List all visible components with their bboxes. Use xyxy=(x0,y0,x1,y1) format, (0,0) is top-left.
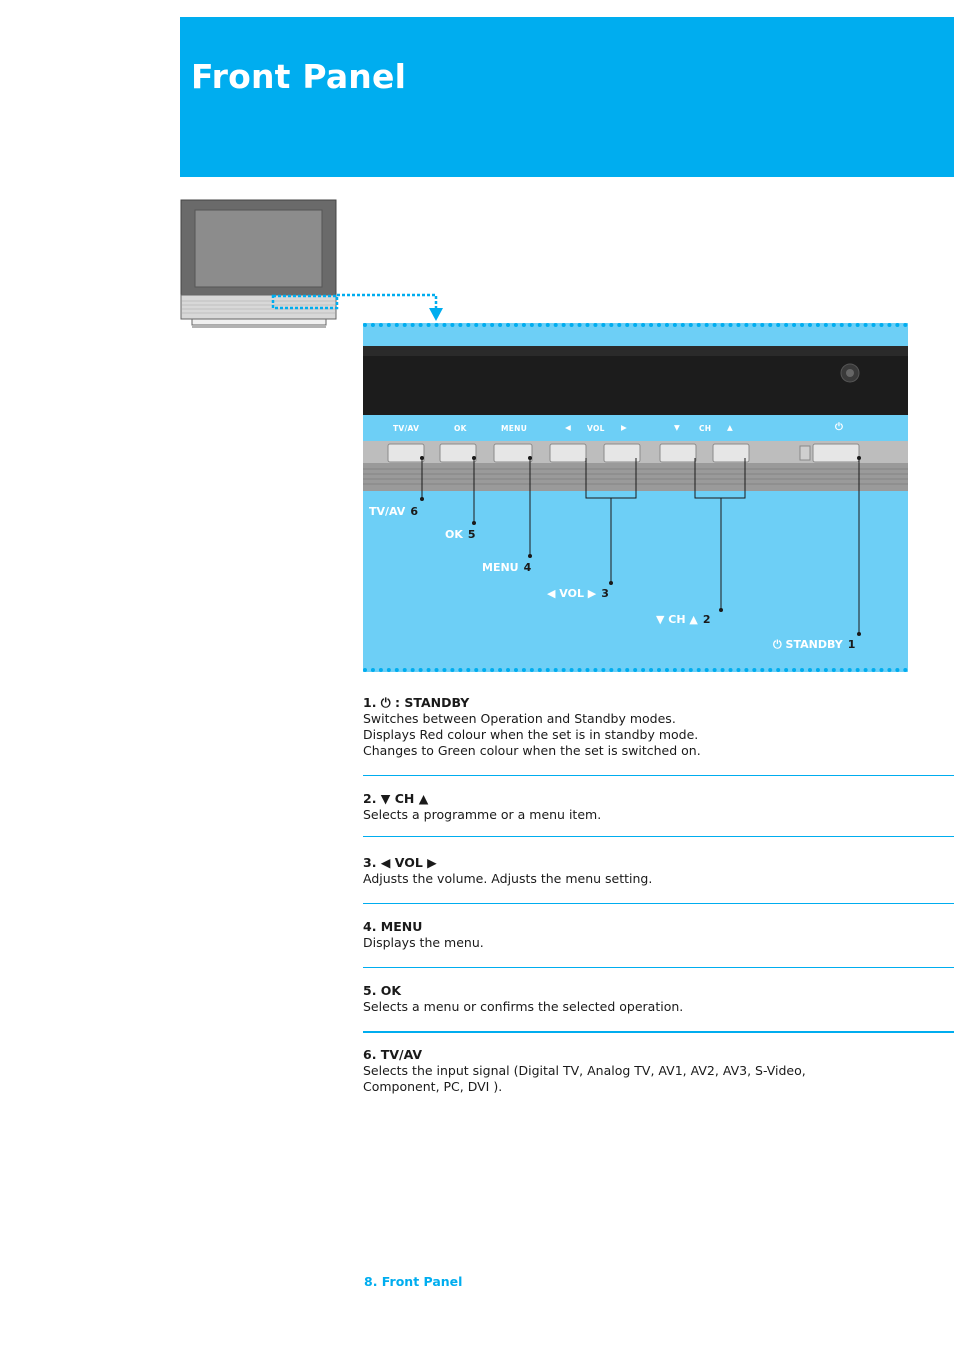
item-ch: 2. ▼ CH ▲ Selects a programme or a menu … xyxy=(363,791,954,823)
arrow-up-icon: ▲ xyxy=(727,423,734,432)
standby-button-shape xyxy=(812,443,860,463)
page-header: Front Panel xyxy=(180,17,954,177)
divider xyxy=(363,1031,954,1033)
divider xyxy=(363,836,954,837)
arrow-left-icon: ◀ xyxy=(565,423,572,432)
item-standby: 1. ⏻ : STANDBY Switches between Operatio… xyxy=(363,695,954,759)
arrow-right-icon: ▶ xyxy=(621,423,628,432)
divider xyxy=(363,967,954,968)
printed-label-vol: VOL xyxy=(587,424,605,433)
power-icon: ⏻ xyxy=(835,422,844,433)
item-title: 2. ▼ CH ▲ xyxy=(363,791,429,806)
item-title: 1. ⏻ : STANDBY xyxy=(363,695,470,710)
printed-label-ok: OK xyxy=(454,424,467,433)
item-title: 3. ◀ VOL ▶ xyxy=(363,855,437,870)
menu-button-shape xyxy=(493,443,533,463)
arrow-down-icon xyxy=(429,308,443,321)
ok-button-shape xyxy=(439,443,477,463)
divider xyxy=(363,903,954,904)
item-title: 5. OK xyxy=(363,983,402,998)
printed-label-ch: CH xyxy=(699,424,712,433)
callout-vol: ◀ VOL ▶3 xyxy=(547,587,609,600)
item-ok: 5. OK Selects a menu or confirms the sel… xyxy=(363,983,954,1015)
divider xyxy=(363,775,954,776)
printed-label-menu: MENU xyxy=(501,424,528,433)
zoom-connector xyxy=(271,293,443,321)
page-footer: 8. Front Panel xyxy=(364,1274,463,1289)
item-vol: 3. ◀ VOL ▶ Adjusts the volume. Adjusts t… xyxy=(363,855,954,887)
item-tvav: 6. TV/AV Selects the input signal (Digit… xyxy=(363,1047,954,1095)
front-panel-photo xyxy=(363,346,908,636)
page-title: Front Panel xyxy=(191,57,407,96)
arrow-down-icon: ▼ xyxy=(674,423,681,432)
callout-ch: ▼ CH ▲2 xyxy=(656,613,711,626)
item-menu: 4. MENU Displays the menu. xyxy=(363,919,954,951)
printed-label-tvav: TV/AV xyxy=(393,424,420,433)
item-title: 6. TV/AV xyxy=(363,1047,423,1062)
item-title: 4. MENU xyxy=(363,919,423,934)
tvav-button-shape xyxy=(387,443,425,463)
